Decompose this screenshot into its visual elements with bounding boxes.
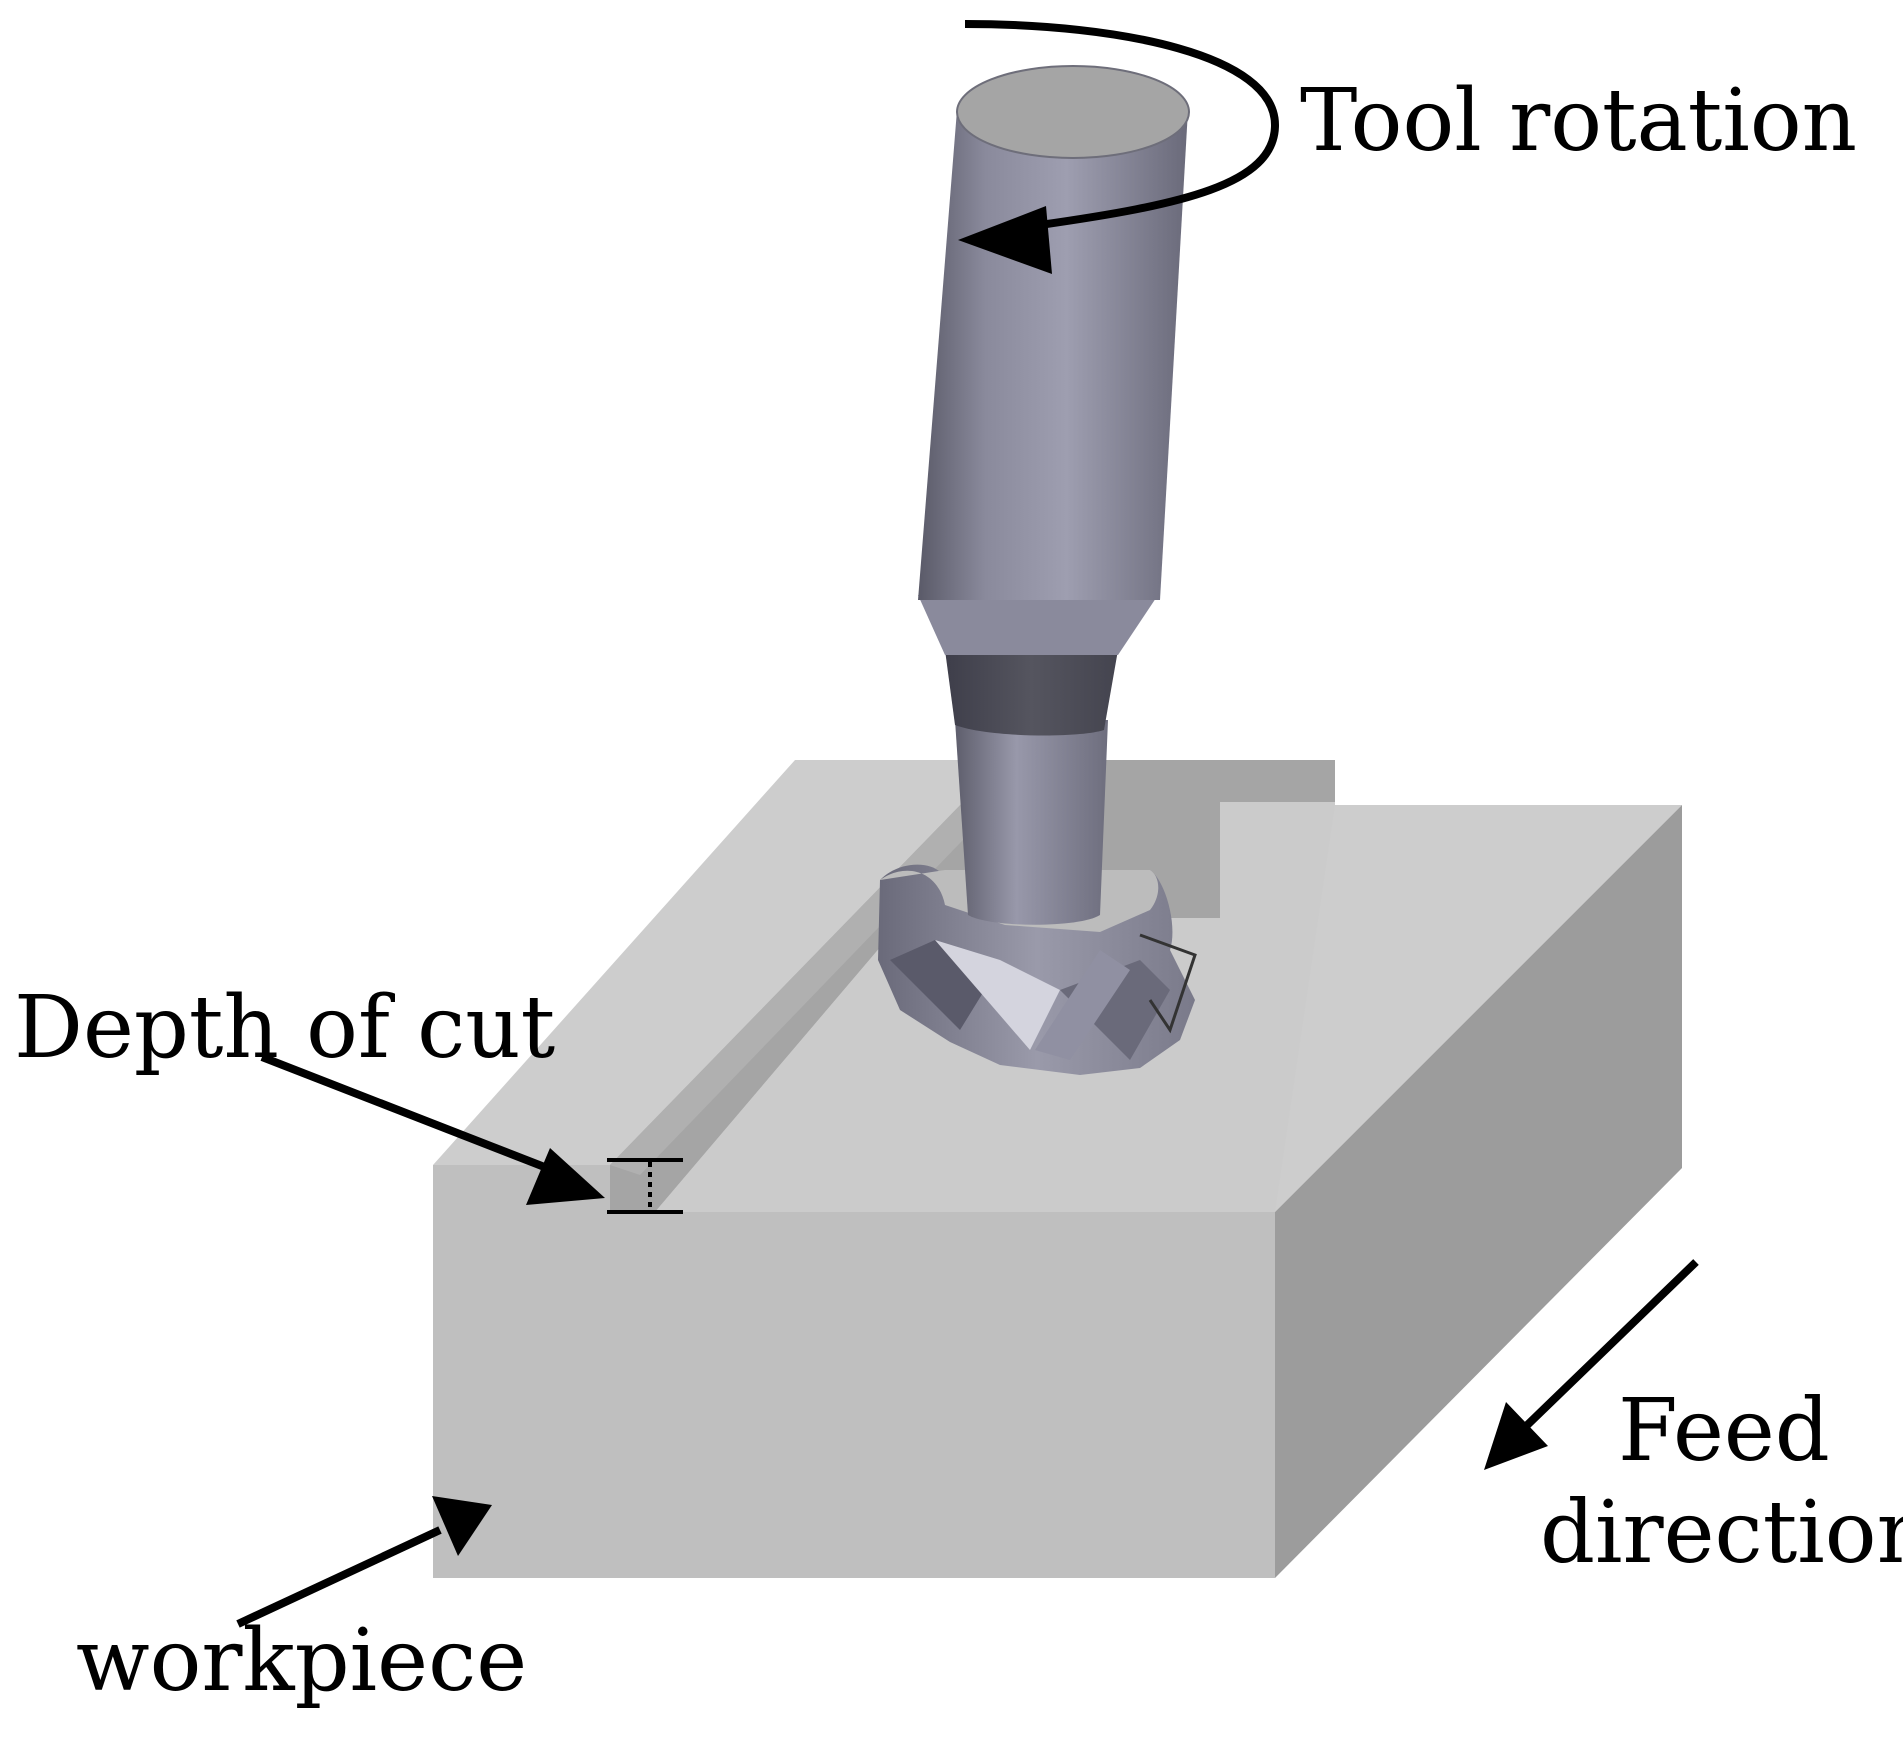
block-side-face	[1275, 805, 1682, 1578]
tool-rotation-arrow	[958, 20, 1280, 274]
slot-wall	[610, 760, 1335, 1212]
depth-of-cut-indicator	[607, 1158, 683, 1214]
cutter-flute-2	[935, 940, 1060, 1050]
slot-shadow	[610, 760, 1040, 1175]
tool-collar-band	[945, 650, 1118, 736]
feed-direction-label-line2: direction	[1540, 1483, 1903, 1583]
tool-neck	[955, 720, 1108, 925]
cutter-flute-4	[1035, 950, 1130, 1060]
tool-rotation-label: Tool rotation	[1300, 71, 1858, 171]
depth-of-cut-arrow	[260, 1053, 605, 1205]
block-front-face	[433, 1165, 1275, 1578]
feed-direction-arrow	[1484, 1259, 1699, 1470]
tool-top-face	[956, 65, 1190, 159]
tool-upper-shank	[918, 110, 1188, 600]
workpiece-arrow	[236, 1496, 492, 1628]
tool-taper	[918, 595, 1158, 655]
feed-direction-label-line1: Feed	[1618, 1381, 1830, 1481]
workpiece-label: workpiece	[76, 1611, 528, 1711]
cutter-edge	[1139, 933, 1197, 1034]
rotation-arrowhead	[958, 206, 1052, 274]
depth-of-cut-label: Depth of cut	[14, 978, 556, 1078]
